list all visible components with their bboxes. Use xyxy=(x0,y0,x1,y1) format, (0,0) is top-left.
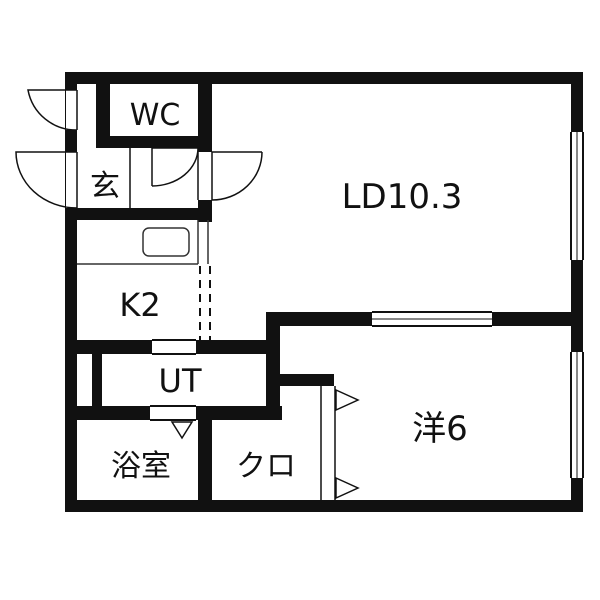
room-label-entrance: 玄 xyxy=(90,169,120,204)
front-door xyxy=(15,151,78,209)
ut-door xyxy=(152,338,196,356)
bathroom-door xyxy=(150,404,196,440)
entrance-ld-door xyxy=(197,151,263,201)
window-ld-western xyxy=(372,310,492,328)
room-label-wc: WC xyxy=(130,98,181,133)
window-ld xyxy=(569,132,585,260)
room-label-living-dining: LD10.3 xyxy=(342,177,463,217)
kitchen-counter xyxy=(77,220,209,265)
kitchen-opening xyxy=(199,266,211,340)
room-label-kitchen: K2 xyxy=(119,286,160,324)
wc-door xyxy=(27,89,78,131)
closet-doors xyxy=(320,386,360,500)
room-label-closet: クロ xyxy=(236,449,296,484)
entrance-hall-door xyxy=(151,147,199,187)
room-label-western-room: 洋6 xyxy=(412,409,468,449)
room-label-bathroom: 浴室 xyxy=(111,449,171,484)
room-label-utility: UT xyxy=(159,362,202,400)
window-western-room xyxy=(569,352,585,478)
ut-left-opening xyxy=(77,354,92,406)
